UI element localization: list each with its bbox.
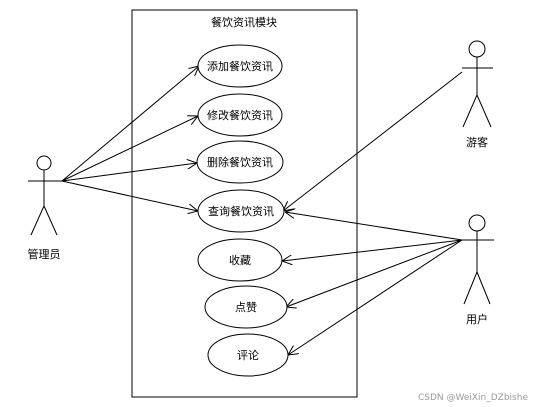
use-case-delete: 删除餐饮资讯 bbox=[196, 140, 284, 184]
actor-admin-label: 管理员 bbox=[28, 247, 61, 261]
assoc-admin-query bbox=[61, 180, 198, 211]
use-case-query: 查询餐饮资讯 bbox=[197, 189, 285, 233]
use-case-like: 点赞 bbox=[204, 285, 288, 329]
assoc-user-favorite bbox=[282, 239, 463, 261]
assoc-visitor-query bbox=[283, 71, 463, 211]
use-case-comment-label: 评论 bbox=[237, 348, 259, 362]
use-case-delete-label: 删除餐饮资讯 bbox=[207, 155, 273, 169]
use-case-add-label: 添加餐饮资讯 bbox=[207, 59, 273, 73]
assoc-admin-add bbox=[61, 66, 199, 182]
assoc-user-like bbox=[286, 239, 463, 307]
use-case-like-label: 点赞 bbox=[235, 301, 257, 314]
use-case-favorite-label: 收藏 bbox=[229, 253, 251, 267]
system-title: 餐饮资讯模块 bbox=[211, 15, 277, 29]
use-case-modify: 修改餐饮资讯 bbox=[197, 93, 283, 137]
actor-admin: 管理员 bbox=[28, 155, 62, 261]
actor-visitor-label: 游客 bbox=[466, 135, 488, 149]
actor-user: 用户 bbox=[461, 214, 494, 326]
use-case-add: 添加餐饮资讯 bbox=[197, 44, 283, 88]
system-boundary bbox=[131, 9, 358, 398]
assoc-admin-modify bbox=[61, 116, 198, 182]
assoc-admin-delete bbox=[61, 163, 197, 182]
actor-visitor: 游客 bbox=[462, 40, 493, 149]
watermark: CSDN @WeiXin_DZbishe bbox=[418, 393, 529, 403]
use-case-favorite: 收藏 bbox=[197, 238, 283, 282]
use-case-modify-label: 修改餐饮资讯 bbox=[207, 108, 273, 122]
associations bbox=[61, 66, 463, 355]
assoc-user-query bbox=[285, 212, 463, 241]
use-case-query-label: 查询餐饮资讯 bbox=[208, 204, 274, 218]
assoc-user-comment bbox=[288, 239, 463, 355]
use-case-comment: 评论 bbox=[207, 333, 289, 377]
actor-user-label: 用户 bbox=[466, 312, 488, 326]
